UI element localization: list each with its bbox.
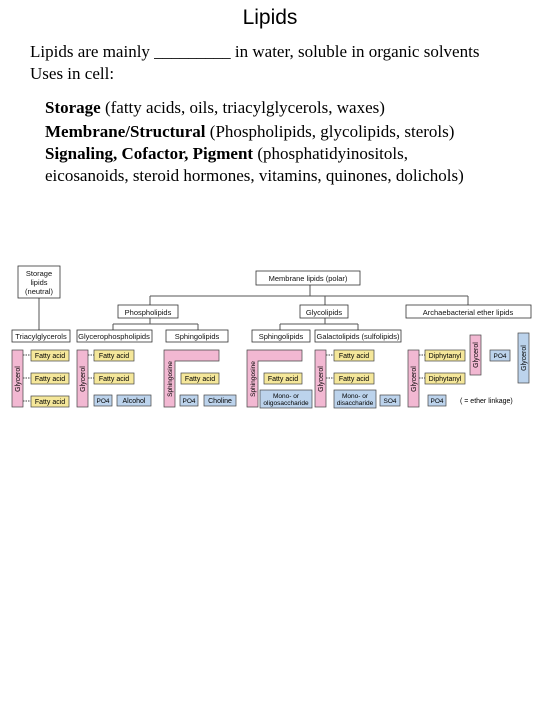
sphingosine-label: Sphingosine [167,361,174,397]
glycerol-label: Glycerol [80,366,87,392]
sphingolipids-box-a [165,329,229,343]
glycerophospholipid-structure: Glycerol Fatty acid Fatty acid PO4 Alcoh… [76,349,152,408]
po4-label: PO4 [493,353,506,360]
use-signaling: Signaling, Cofactor, Pigment (phosphatid… [45,144,408,163]
so4-label: SO4 [383,398,396,405]
po4-label: PO4 [96,398,109,405]
storage-label-3: (neutral) [25,287,53,296]
use-storage: Storage (fatty acids, oils, triacylglyce… [45,98,385,117]
glycerophospholipids-box [76,329,153,343]
ether-linkage-legend: ( = ether linkage) [460,398,513,405]
use-membrane: Membrane/Structural (Phospholipids, glyc… [45,122,455,141]
glycerol-label: Glycerol [521,345,528,371]
archaeal-ether-lipid-structure: Glycerol Diphytanyl Diphytanyl Glycerol … [407,332,530,408]
storage-label-1: Storage [26,269,52,278]
glycerol-label: Glycerol [15,366,22,392]
triacylglycerols-label: Triacylglycerols [15,332,67,341]
fatty-acid-label: Fatty acid [339,353,369,360]
use-signaling-cont: eicosanoids, steroid hormones, vitamins,… [45,166,464,185]
glycerol-label: Glycerol [411,366,418,392]
triacylglycerols-box [11,329,71,343]
sphingosine-label: Sphingosine [250,361,257,397]
choline-label: Choline [208,398,232,405]
alcohol-label: Alcohol [123,398,146,405]
triacylglycerol-structure: Glycerol Fatty acid Fatty acid Fatty aci… [11,349,70,408]
po4-label: PO4 [430,398,443,405]
fatty-acid-label: Fatty acid [35,399,65,406]
mono-oligo-label-2: oligosaccharide [263,400,309,407]
fatty-acid-label: Fatty acid [268,376,298,383]
galactolipids-box [314,329,402,343]
fatty-acid-label: Fatty acid [339,376,369,383]
fatty-acid-label: Fatty acid [185,376,215,383]
fatty-acid-label: Fatty acid [35,376,65,383]
intro-line-1: Lipids are mainly _________ in water, so… [30,42,480,61]
fatty-acid-label: Fatty acid [99,376,129,383]
glycolipids-label: Glycolipids [306,308,343,317]
glycosphingolipid-structure: Sphingosine Fatty acid Mono- or oligosac… [246,349,313,409]
phospholipids-label: Phospholipids [125,308,172,317]
archaea-box [405,304,532,319]
storage-label-2: lipids [30,278,47,287]
sphingolipids-box-b [251,329,311,343]
membrane-lipids-box [255,270,361,286]
storage-lipids-box [17,265,61,299]
glycerophospholipids-label: Glycerophospholipids [78,332,150,341]
intro-line-2: Uses in cell: [30,64,115,83]
sphingolipids-label-a: Sphingolipids [175,332,220,341]
phospholipids-box [117,304,179,319]
connector-lines [38,285,469,330]
mono-di-label-2: disaccharide [337,400,374,407]
fatty-acid-label: Fatty acid [99,353,129,360]
glycerol-label: Glycerol [473,342,480,368]
mono-oligo-label-1: Mono- or [273,393,300,400]
diphytanyl-label: Diphytanyl [429,353,462,360]
page-title: Lipids [242,6,298,29]
archaea-label: Archaebacterial ether lipids [423,308,514,317]
mono-di-label-1: Mono- or [342,393,369,400]
galactolipids-label: Galactolipids (sulfolipids) [317,332,400,341]
fatty-acid-label: Fatty acid [35,353,65,360]
sphingomyelin-structure: Sphingosine Fatty acid PO4 Choline [163,349,237,408]
sphingolipids-label-b: Sphingolipids [259,332,304,341]
membrane-label: Membrane lipids (polar) [269,274,348,283]
galactolipid-structure: Glycerol Fatty acid Fatty acid Mono- or … [314,349,401,409]
glycolipids-box [299,304,349,319]
glycerol-label: Glycerol [318,366,325,392]
diphytanyl-label: Diphytanyl [429,376,462,383]
po4-label: PO4 [182,398,195,405]
